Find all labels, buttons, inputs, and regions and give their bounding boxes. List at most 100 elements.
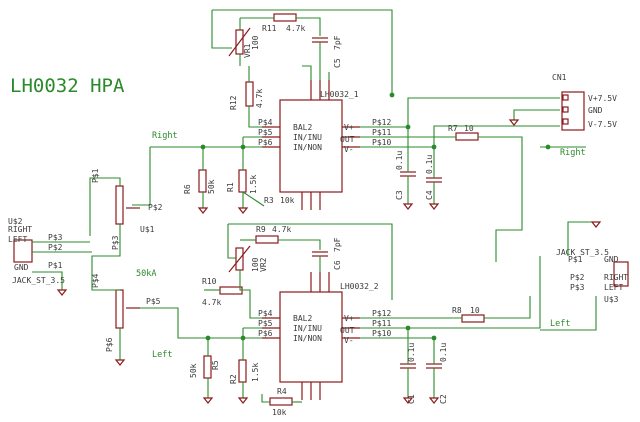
- schematic-title: LH0032 HPA: [10, 75, 125, 97]
- svg-text:100: 100: [251, 35, 260, 50]
- svg-text:50k: 50k: [189, 363, 198, 378]
- u1-feedback-network: R11 4.7k VR1 100 C5 7pF R12 4.7k: [211, 9, 393, 128]
- svg-text:7pF: 7pF: [333, 35, 342, 50]
- svg-text:C4: C4: [425, 190, 434, 200]
- svg-text:IN/NON: IN/NON: [293, 143, 322, 152]
- svg-text:P$2: P$2: [48, 243, 63, 252]
- svg-text:C6: C6: [333, 260, 342, 270]
- svg-text:0.1u: 0.1u: [439, 343, 448, 362]
- svg-text:P$5: P$5: [146, 297, 161, 306]
- left-output-network: R8 10 Left C1 0.1u C2 0.1u: [360, 256, 597, 404]
- svg-text:VR1: VR1: [243, 43, 252, 58]
- svg-text:U$1: U$1: [140, 225, 155, 234]
- svg-text:P$1: P$1: [568, 255, 583, 264]
- svg-text:OUT: OUT: [340, 135, 355, 144]
- svg-text:R6: R6: [183, 184, 192, 194]
- svg-text:V-7.5V: V-7.5V: [588, 120, 617, 129]
- svg-text:P$12: P$12: [372, 309, 391, 318]
- svg-text:P$5: P$5: [258, 128, 273, 137]
- svg-text:1.5k: 1.5k: [249, 175, 258, 194]
- svg-text:IN/INU: IN/INU: [293, 324, 322, 333]
- svg-text:R2: R2: [229, 374, 238, 384]
- svg-text:4.7k: 4.7k: [202, 298, 221, 307]
- svg-text:Right: Right: [560, 148, 586, 158]
- chip-lh0032-1: LH0032_1 P$4 P$5 P$6 BAL2 IN/INU IN/NON …: [258, 80, 391, 210]
- svg-text:LH0032_1: LH0032_1: [320, 90, 359, 99]
- svg-text:P$10: P$10: [372, 138, 391, 147]
- left-input-network: Left 50k R5 R2 1.5k R4 10k: [130, 307, 302, 417]
- cn1-power-connector: CN1 V+7.5V GND V-7.5V: [513, 73, 617, 131]
- svg-text:R3: R3: [264, 196, 274, 205]
- svg-text:BAL2: BAL2: [293, 314, 312, 323]
- svg-text:10: 10: [464, 124, 474, 133]
- svg-text:C5: C5: [333, 58, 342, 68]
- svg-text:P$1: P$1: [48, 261, 63, 270]
- svg-text:V+: V+: [344, 314, 354, 323]
- svg-text:R5: R5: [211, 360, 220, 370]
- svg-text:GND: GND: [14, 263, 29, 272]
- input-jack-u2: U$2 RIGHT LEFT GND P$3 P$2 P$1 JACK_ST_3…: [8, 217, 92, 290]
- chip-lh0032-2: LH0032_2 P$4 P$5 P$6 BAL2 IN/INU IN/NON …: [258, 272, 391, 400]
- svg-text:P$4: P$4: [258, 118, 273, 127]
- svg-text:0.1u: 0.1u: [407, 343, 416, 362]
- svg-text:GND: GND: [588, 106, 603, 115]
- svg-text:10: 10: [470, 306, 480, 315]
- right-output-network: R7 10 Right C3 0.1u C4 0.1u: [360, 92, 586, 262]
- svg-text:4.7k: 4.7k: [286, 24, 305, 33]
- svg-text:P$1: P$1: [91, 168, 100, 183]
- svg-text:GND: GND: [604, 255, 619, 264]
- ground-symbols: [56, 119, 602, 404]
- svg-text:C2: C2: [439, 394, 448, 404]
- svg-text:100: 100: [251, 257, 260, 272]
- svg-text:IN/INU: IN/INU: [293, 133, 322, 142]
- svg-text:10k: 10k: [280, 196, 295, 205]
- svg-text:R1: R1: [226, 182, 235, 192]
- svg-text:V+7.5V: V+7.5V: [588, 94, 617, 103]
- svg-text:Right: Right: [152, 131, 178, 141]
- svg-text:P$6: P$6: [105, 337, 114, 352]
- svg-text:10k: 10k: [272, 408, 287, 417]
- svg-text:VR2: VR2: [259, 257, 268, 272]
- svg-text:R4: R4: [277, 387, 287, 396]
- svg-text:P$4: P$4: [91, 273, 100, 288]
- svg-text:R7: R7: [448, 124, 458, 133]
- svg-text:P$12: P$12: [372, 118, 391, 127]
- svg-text:IN/NON: IN/NON: [293, 334, 322, 343]
- svg-text:R9: R9: [256, 225, 266, 234]
- svg-text:R10: R10: [202, 277, 217, 286]
- svg-text:BAL2: BAL2: [293, 123, 312, 132]
- svg-text:P$3: P$3: [111, 235, 120, 250]
- svg-text:JACK_ST_3.5: JACK_ST_3.5: [12, 276, 65, 285]
- svg-text:LEFT: LEFT: [8, 235, 27, 244]
- output-jack-u3: JACK_ST_3.5 P$1 GND P$2 RIGHT P$3 LEFT U…: [556, 221, 629, 304]
- svg-text:P$2: P$2: [570, 273, 585, 282]
- svg-text:P$5: P$5: [258, 319, 273, 328]
- svg-text:R8: R8: [452, 306, 462, 315]
- svg-text:C3: C3: [395, 190, 404, 200]
- svg-text:50k: 50k: [207, 179, 216, 194]
- svg-text:V-: V-: [344, 145, 354, 154]
- svg-text:OUT: OUT: [340, 326, 355, 335]
- svg-text:P$6: P$6: [258, 138, 273, 147]
- svg-text:P$4: P$4: [258, 309, 273, 318]
- svg-text:50kA: 50kA: [136, 269, 156, 279]
- svg-text:RIGHT: RIGHT: [8, 225, 32, 234]
- svg-text:7pF: 7pF: [333, 237, 342, 252]
- svg-text:JACK_ST_3.5: JACK_ST_3.5: [556, 248, 609, 257]
- svg-text:0.1u: 0.1u: [425, 155, 434, 174]
- svg-text:R11: R11: [262, 24, 277, 33]
- svg-text:4.7k: 4.7k: [272, 225, 291, 234]
- svg-text:CN1: CN1: [552, 73, 567, 82]
- right-input-network: Right R6 50k R1 1.5k R3 10k: [132, 131, 295, 208]
- svg-text:1.5k: 1.5k: [251, 363, 260, 382]
- svg-text:0.1u: 0.1u: [395, 151, 404, 170]
- svg-text:Left: Left: [550, 319, 570, 329]
- svg-text:P$6: P$6: [258, 329, 273, 338]
- svg-text:P$2: P$2: [148, 203, 163, 212]
- svg-text:P$3: P$3: [48, 233, 63, 242]
- u2-feedback-network: R9 4.7k VR2 100 C6 7pF R10 4.7k: [202, 223, 393, 319]
- svg-text:P$10: P$10: [372, 329, 391, 338]
- svg-text:U$3: U$3: [604, 295, 619, 304]
